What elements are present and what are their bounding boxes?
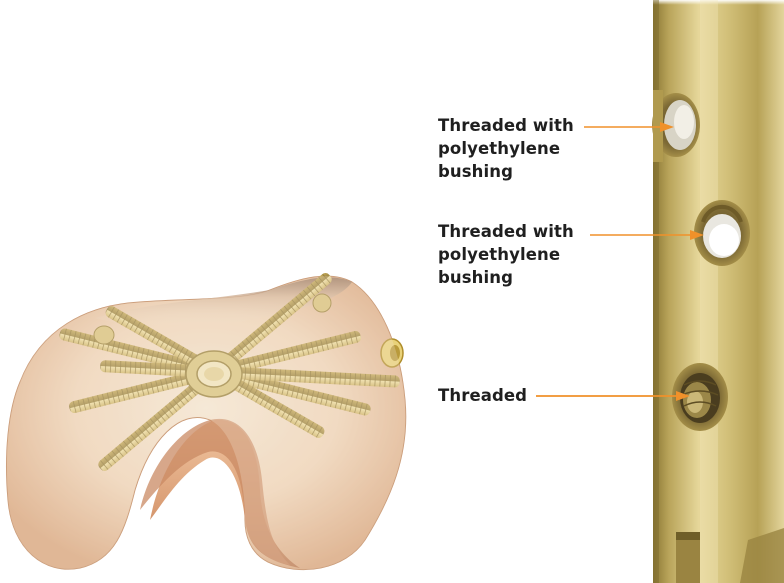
callout-2-line-1: Threaded with — [438, 220, 574, 243]
callout-1-line-2: polyethylene — [438, 137, 574, 160]
callout-2-line-2: polyethylene — [438, 243, 574, 266]
intramedullary-nail — [653, 0, 784, 583]
callout-3-line-1: Threaded — [438, 384, 527, 407]
callout-upper-hole: Threaded with polyethylene bushing — [438, 114, 574, 183]
hole-middle-bushing — [694, 200, 750, 266]
callout-1-line-3: bushing — [438, 160, 574, 183]
distal-femur — [7, 271, 406, 570]
callout-1-line-1: Threaded with — [438, 114, 574, 137]
callout-2-line-3: bushing — [438, 266, 574, 289]
callout-threaded-hole: Threaded — [438, 384, 527, 407]
callout-middle-hole: Threaded with polyethylene bushing — [438, 220, 574, 289]
